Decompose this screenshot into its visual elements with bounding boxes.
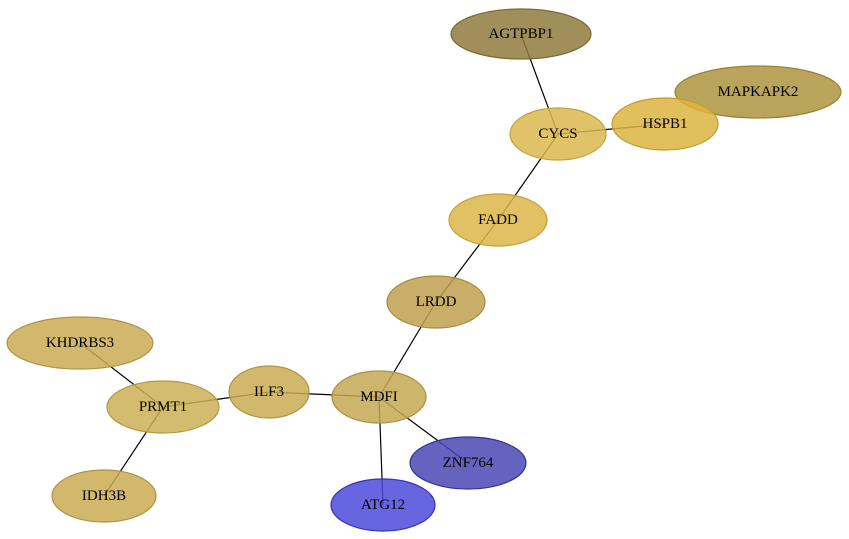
node-shape [674, 65, 842, 119]
node-label: MAPKAPK2 [718, 84, 799, 100]
node-label: ILF3 [254, 384, 284, 400]
node-label: ATG12 [361, 497, 405, 513]
node-hspb1[interactable]: HSPB1 [611, 97, 719, 151]
node-label: HSPB1 [642, 116, 687, 132]
node-label: MDFI [360, 389, 398, 405]
node-mdfi[interactable]: MDFI [331, 370, 427, 424]
node-prmt1[interactable]: PRMT1 [106, 380, 220, 434]
node-label: AGTPBP1 [488, 26, 553, 42]
edge-layer [79, 33, 666, 506]
node-label: ZNF764 [443, 455, 494, 471]
node-label: CYCS [538, 126, 577, 142]
node-znf764[interactable]: ZNF764 [409, 436, 527, 490]
node-label: FADD [478, 212, 518, 228]
node-atg12[interactable]: ATG12 [330, 478, 436, 532]
node-shape [450, 8, 592, 60]
node-shape [106, 380, 220, 434]
node-lrdd[interactable]: LRDD [386, 275, 486, 329]
node-shape [509, 107, 607, 161]
node-ilf3[interactable]: ILF3 [228, 365, 310, 419]
node-agtpbp1[interactable]: AGTPBP1 [450, 8, 592, 60]
node-label: LRDD [416, 294, 457, 310]
node-mapkapk2[interactable]: MAPKAPK2 [674, 65, 842, 119]
node-shape [330, 478, 436, 532]
node-idh3b[interactable]: IDH3B [51, 469, 157, 523]
node-shape [51, 469, 157, 523]
node-shape [611, 97, 719, 151]
node-shape [386, 275, 486, 329]
node-shape [409, 436, 527, 490]
node-shape [6, 316, 154, 370]
node-fadd[interactable]: FADD [448, 193, 548, 247]
node-shape [331, 370, 427, 424]
node-khdrbs3[interactable]: KHDRBS3 [6, 316, 154, 370]
node-shape [448, 193, 548, 247]
node-label: IDH3B [82, 488, 126, 504]
node-label: KHDRBS3 [46, 335, 114, 351]
node-shape [228, 365, 310, 419]
node-cycs[interactable]: CYCS [509, 107, 607, 161]
node-label: PRMT1 [139, 399, 187, 415]
